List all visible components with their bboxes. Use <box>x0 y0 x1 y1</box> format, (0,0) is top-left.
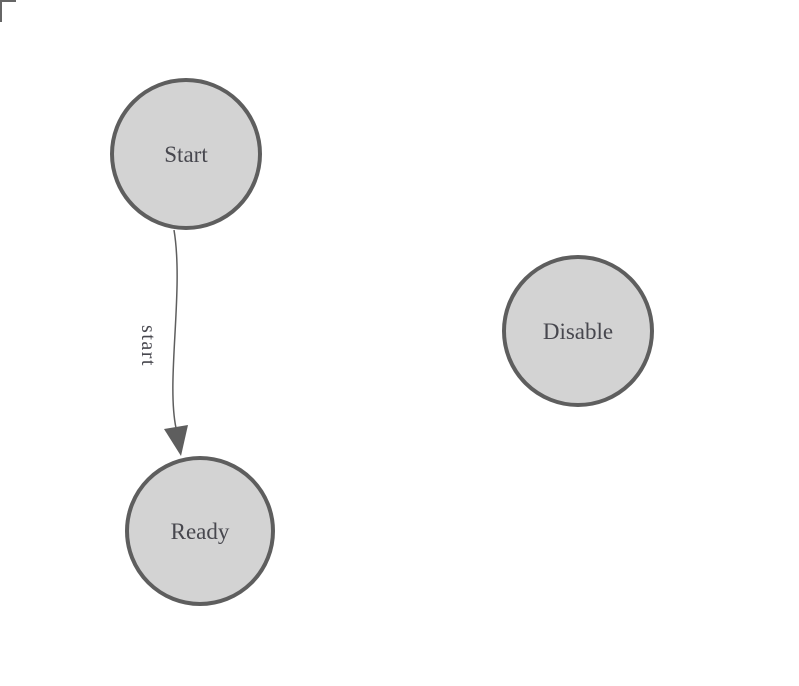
state-node-disable-circle[interactable] <box>502 255 654 407</box>
state-node-ready[interactable]: Ready <box>125 456 275 606</box>
edge-label[interactable]: start <box>137 325 159 367</box>
transition-edge-start-to-ready[interactable]: start <box>137 229 188 456</box>
canvas-corner-mark <box>0 0 16 22</box>
state-node-start-label: Start <box>164 142 208 167</box>
state-node-ready-circle[interactable] <box>125 456 275 606</box>
state-node-disable[interactable]: Disable <box>502 255 654 407</box>
edge-arrowhead-icon[interactable] <box>164 425 188 456</box>
state-node-start[interactable]: Start <box>110 78 262 230</box>
state-node-start-circle[interactable] <box>110 78 262 230</box>
state-node-disable-label: Disable <box>543 319 613 344</box>
edge-path[interactable] <box>172 229 178 429</box>
state-node-ready-label: Ready <box>171 519 230 544</box>
